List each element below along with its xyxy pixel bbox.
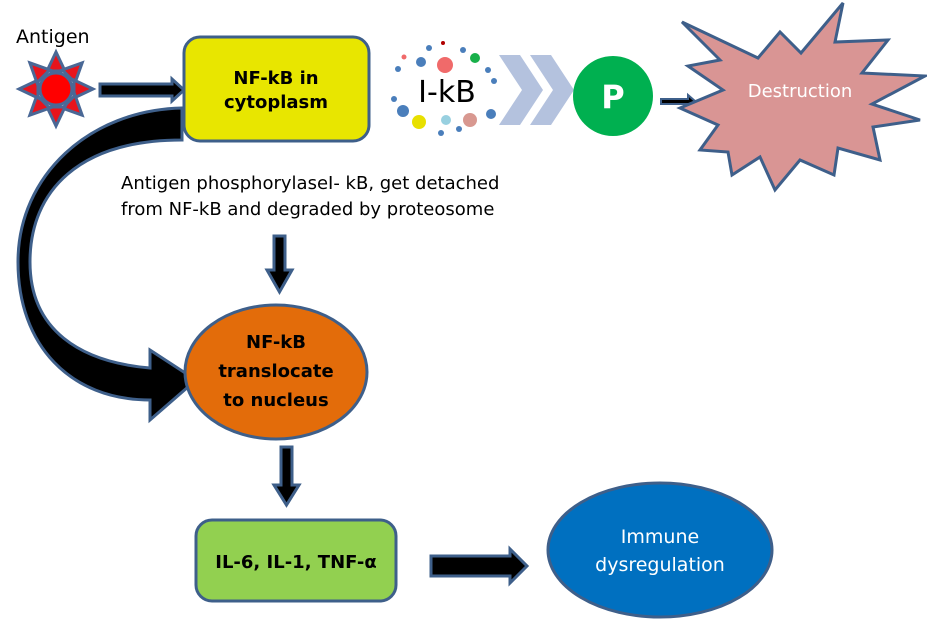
- description-line1: Antigen phosphorylaseI- kB, get detached: [121, 173, 499, 194]
- arrow-antigen-to-cytoplasm: [98, 75, 187, 105]
- ikb-dot: [456, 126, 462, 132]
- antigen-core: [38, 71, 74, 107]
- phosphate-circle: [573, 56, 653, 136]
- sun-ray: [15, 77, 40, 101]
- ikb-dot: [438, 130, 444, 136]
- sun-ray: [27, 92, 53, 118]
- destruction-label: Destruction: [748, 81, 853, 102]
- nucleus-line3: to nucleus: [223, 390, 328, 411]
- ikb-dot: [460, 47, 466, 53]
- double-chevron-right-icon: [499, 55, 574, 125]
- ikb-dot: [491, 78, 497, 84]
- ikb-dot: [416, 57, 426, 67]
- sun-ray: [44, 48, 68, 73]
- sun-ray: [72, 77, 97, 101]
- sun-ray: [59, 92, 85, 118]
- destruction-starburst: [676, 2, 927, 193]
- chevron-2: [530, 55, 574, 125]
- ikb-label: I-kB: [418, 75, 476, 110]
- ikb-cluster: [391, 41, 497, 136]
- cytoplasm-box: [182, 35, 371, 143]
- ikb-dot: [441, 115, 451, 125]
- nucleus-line2: translocate: [218, 361, 333, 382]
- curved-arrow-cytoplasm-to-nucleus: [16, 106, 199, 424]
- sun-ray: [44, 105, 68, 130]
- chevron-1: [499, 55, 543, 125]
- ikb-dot: [401, 54, 407, 60]
- cytoplasm-box-line2: cytoplasm: [224, 92, 328, 113]
- ikb-dot: [441, 41, 445, 45]
- immune-ellipse: [546, 481, 774, 619]
- ikb-dot: [470, 53, 480, 63]
- immune-line1: Immune: [621, 526, 699, 548]
- ikb-dot: [485, 67, 491, 73]
- sun-ray: [27, 60, 53, 86]
- arrow-nucleus-to-cytokines: [271, 445, 302, 508]
- cytokines-label: IL-6, IL-1, TNF-α: [215, 552, 376, 573]
- sun-star-icon: [15, 48, 97, 130]
- immune-line2: dysregulation: [595, 554, 725, 576]
- arrow-cytokines-to-immune: [429, 545, 530, 587]
- nucleus-ellipse: [183, 303, 369, 441]
- ikb-dot: [463, 113, 477, 127]
- ikb-dot: [391, 96, 397, 102]
- ikb-dot: [395, 66, 401, 72]
- ikb-dot: [426, 45, 432, 51]
- antigen-label: Antigen: [16, 26, 90, 48]
- ikb-dot: [412, 115, 426, 129]
- ikb-dot: [486, 109, 496, 119]
- nucleus-line1: NF-kB: [246, 332, 306, 353]
- phosphate-label: P: [601, 78, 624, 116]
- description-line2: from NF-kB and degraded by proteosome: [121, 199, 494, 220]
- ikb-dot: [397, 105, 409, 117]
- sun-ray: [59, 60, 85, 86]
- arrow-description-to-nucleus: [264, 234, 295, 296]
- ikb-dot: [437, 57, 453, 73]
- cytoplasm-box-line1: NF-kB in: [233, 68, 318, 89]
- cytokines-box: [194, 518, 398, 603]
